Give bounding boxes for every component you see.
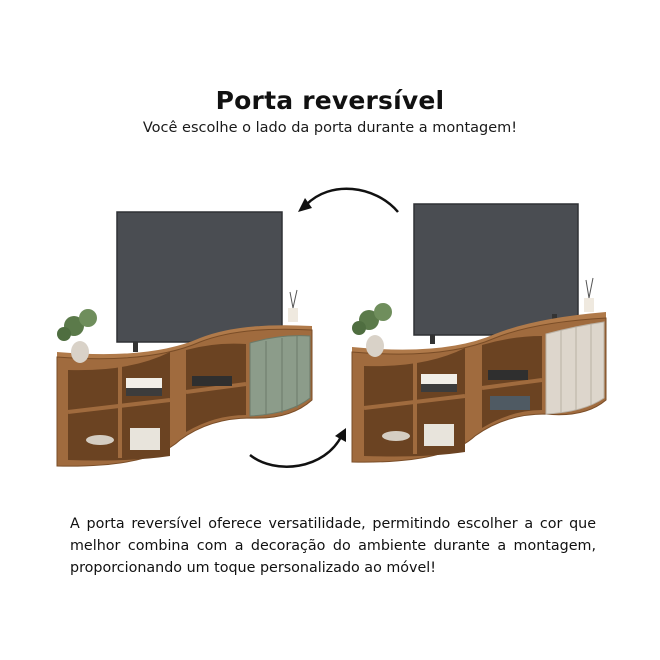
description-text: A porta reversível oferece versatilidade… — [70, 516, 596, 576]
tv-stand-green-door — [56, 211, 313, 467]
tv-screen — [116, 211, 283, 343]
arrow-curved-right-icon — [249, 428, 346, 468]
page-subtitle: Você escolhe o lado da porta durante a m… — [142, 120, 518, 136]
product-illustration — [56, 187, 607, 468]
page-title: Porta reversível — [215, 86, 445, 115]
tv-screen — [413, 203, 579, 336]
tv-stand-cream-door — [351, 203, 607, 463]
arrow-curved-left-icon — [298, 187, 399, 213]
